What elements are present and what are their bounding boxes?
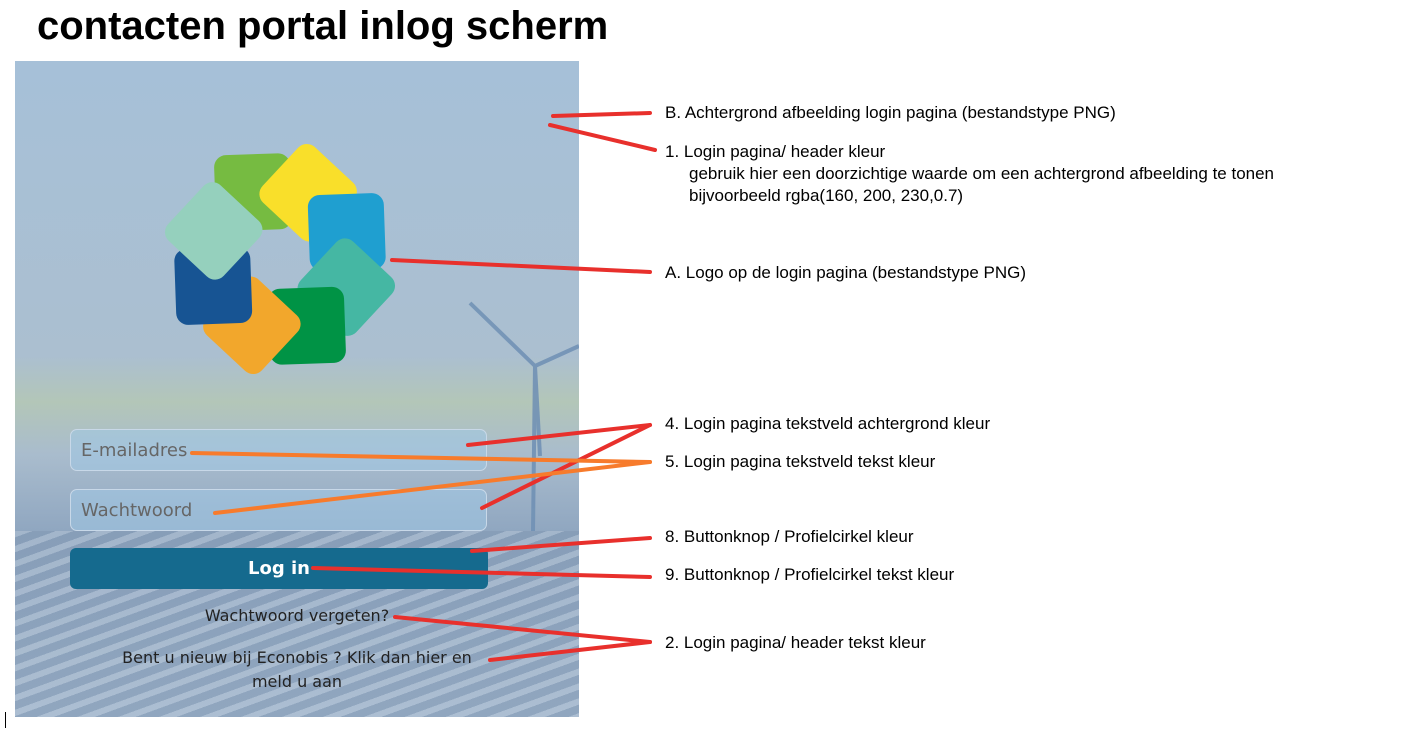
logo-petal bbox=[307, 193, 386, 271]
econobis-logo bbox=[164, 143, 396, 375]
annotation-a: A. Logo op de login pagina (bestandstype… bbox=[665, 263, 1027, 282]
logo-petal bbox=[164, 182, 263, 280]
email-placeholder: E-mailadres bbox=[81, 439, 188, 461]
annotation-1-title: 1. Login pagina/ header kleur bbox=[665, 142, 886, 161]
annotation-1: 1. Login pagina/ header kleur gebruik hi… bbox=[665, 141, 1274, 207]
annotation-4: 4. Login pagina tekstveld achtergrond kl… bbox=[665, 414, 991, 433]
annotation-5: 5. Login pagina tekstveld tekst kleur bbox=[665, 452, 936, 471]
email-input[interactable]: E-mailadres bbox=[70, 429, 487, 471]
login-page-preview: E-mailadres Wachtwoord Log in Wachtwoord… bbox=[15, 61, 579, 717]
annotation-9: 9. Buttonknop / Profielcirkel tekst kleu… bbox=[665, 565, 955, 584]
password-placeholder: Wachtwoord bbox=[81, 499, 193, 521]
annotation-2: 2. Login pagina/ header tekst kleur bbox=[665, 633, 926, 652]
annotation-1-line2: bijvoorbeeld rgba(160, 200, 230,0.7) bbox=[689, 186, 964, 205]
annotation-8: 8. Buttonknop / Profielcirkel kleur bbox=[665, 527, 914, 546]
logo-petal bbox=[268, 286, 346, 365]
password-input[interactable]: Wachtwoord bbox=[70, 489, 487, 531]
register-line-2: meld u aan bbox=[251, 672, 343, 691]
register-link[interactable]: Bent u nieuw bij Econobis ? Klik dan hie… bbox=[15, 646, 579, 694]
text-cursor bbox=[5, 712, 6, 728]
forgot-password-link[interactable]: Wachtwoord vergeten? bbox=[204, 606, 390, 625]
annotation-b: B. Achtergrond afbeelding login pagina (… bbox=[665, 103, 1116, 122]
page-title: contacten portal inlog scherm bbox=[37, 4, 609, 48]
logo-petal bbox=[174, 247, 253, 325]
login-button[interactable]: Log in bbox=[70, 548, 488, 589]
register-line-1: Bent u nieuw bij Econobis ? Klik dan hie… bbox=[122, 648, 472, 667]
annotation-1-line1: gebruik hier een doorzichtige waarde om … bbox=[689, 164, 1275, 183]
